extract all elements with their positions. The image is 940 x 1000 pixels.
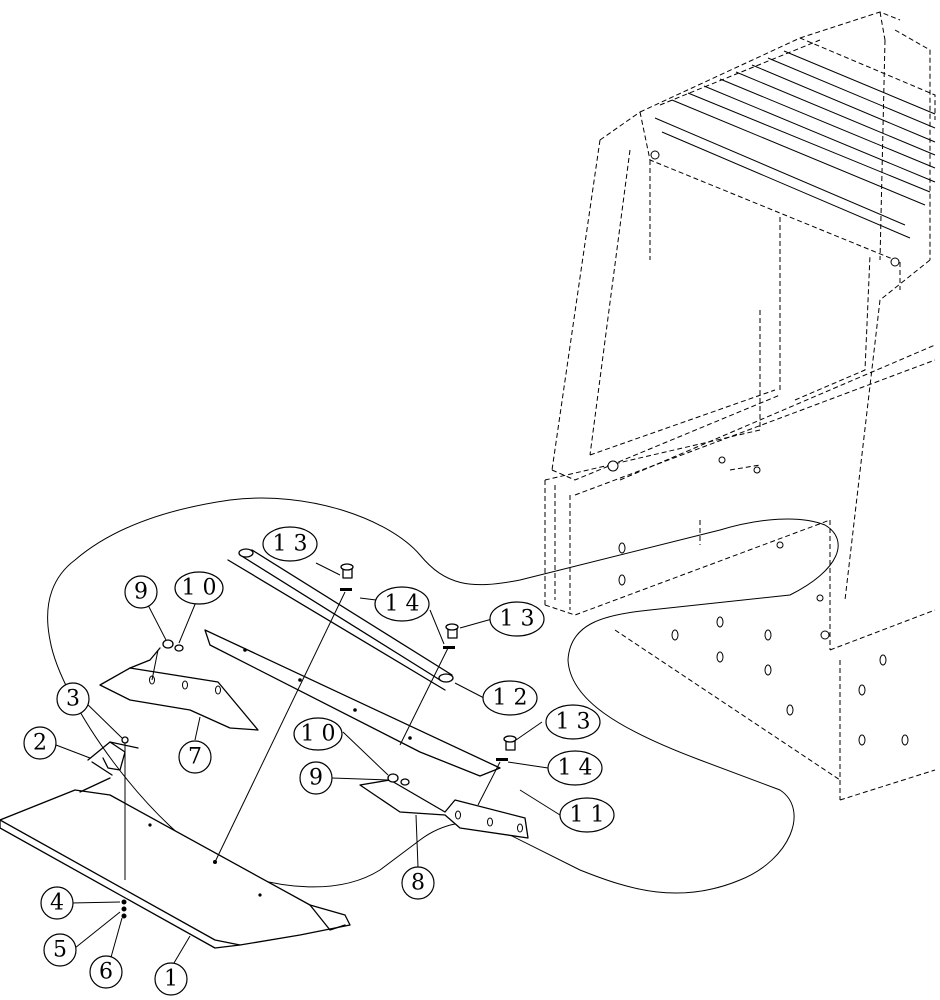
callout-11: 1 1 [559,797,615,833]
frame-hole [764,629,772,641]
svg-text:1 2: 1 2 [493,686,528,711]
part-12-rod [227,548,454,691]
svg-text:1 3: 1 3 [556,710,591,735]
svg-text:1 4: 1 4 [385,592,420,617]
callout-5: 5 [43,933,77,967]
frame-hole [786,704,794,716]
frame-bolt [607,460,619,472]
callout-13-bottom: 1 3 [545,704,601,740]
svg-text:1 0: 1 0 [301,722,336,747]
callout-9-left: 9 [124,575,158,609]
svg-text:5: 5 [53,938,67,963]
callout-13-middle: 1 3 [489,601,545,637]
frame-hole [901,734,909,746]
callouts: 1 3 1 4 1 3 1 2 1 3 1 4 1 1 9 1 0 3 2 7 … [23,526,615,996]
svg-text:9: 9 [134,580,148,605]
part-8-bracket [359,779,529,839]
callout-8: 8 [401,866,435,900]
callout-6: 6 [89,955,123,989]
svg-text:1 3: 1 3 [500,607,535,632]
frame-hole [858,684,866,696]
frame-bolt [820,630,830,640]
svg-text:1: 1 [164,967,178,992]
frame-hole [879,654,887,666]
frame-bolt [753,466,761,474]
machine-frame [544,11,936,801]
svg-text:4: 4 [50,891,64,916]
svg-text:6: 6 [99,960,113,985]
svg-text:1 4: 1 4 [558,756,593,781]
svg-text:2: 2 [33,731,47,756]
callout-14-top: 1 4 [374,586,430,622]
callout-10-right: 1 0 [293,717,343,751]
part-11-plate [204,629,501,777]
callout-3: 3 [56,682,90,716]
callout-13-top: 1 3 [262,526,318,562]
frame-hole [858,734,866,746]
frame-hole [618,542,626,554]
frame-bolt [816,594,824,602]
part-1-floor-plate [0,777,351,949]
callout-10-left: 1 0 [174,571,224,605]
callout-14-bottom: 1 4 [547,750,603,786]
frame-hole [671,629,679,641]
svg-text:3: 3 [66,687,80,712]
callout-1: 1 [154,962,188,996]
callout-4: 4 [40,886,74,920]
frame-hole [716,651,724,663]
frame-hole [618,574,626,586]
svg-text:7: 7 [188,745,202,770]
frame-hole [764,664,772,676]
svg-text:1 1: 1 1 [570,803,605,828]
callout-7: 7 [178,740,212,774]
svg-text:1 0: 1 0 [182,576,217,601]
svg-text:1 3: 1 3 [273,532,308,557]
frame-bolt [776,541,784,549]
callout-2: 2 [23,726,57,760]
frame-bolt [890,257,900,267]
frame-hole [716,616,724,628]
frame-bolt [718,456,726,464]
part-2-latch [87,741,139,776]
callout-12: 1 2 [482,680,538,716]
svg-text:8: 8 [411,871,425,896]
callout-9-right: 9 [299,761,333,795]
hardware [121,563,517,919]
part-7-bracket [99,647,259,731]
svg-text:9: 9 [309,766,323,791]
frame-bolt [650,150,660,160]
